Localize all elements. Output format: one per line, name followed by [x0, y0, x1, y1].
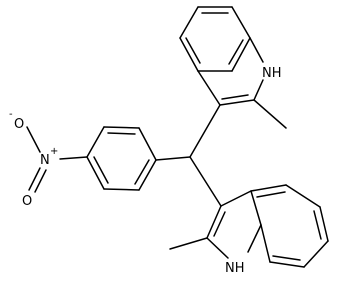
bond [313, 210, 322, 240]
bond [250, 184, 287, 192]
bond [250, 190, 262, 226]
bond [303, 240, 329, 268]
bond [169, 237, 208, 250]
bond [179, 6, 199, 39]
bond [138, 159, 157, 191]
bond [59, 156, 88, 160]
bond [189, 156, 222, 207]
nitro-o-bottom-label: O [22, 194, 32, 209]
bond [107, 132, 136, 135]
bond [206, 237, 229, 259]
bond [256, 191, 286, 198]
lower-indole [169, 184, 329, 268]
nh-label-lower: NH [225, 261, 245, 276]
nitro-o-top-label: O [14, 117, 24, 132]
bond [179, 37, 199, 72]
bond [197, 70, 221, 106]
bond [319, 206, 329, 242]
bond [213, 211, 226, 237]
nitrophenyl-ring [59, 126, 157, 191]
bond [86, 126, 105, 158]
bond [260, 224, 271, 263]
bond [206, 205, 222, 239]
bond [231, 6, 251, 39]
bond [220, 190, 252, 207]
bond [228, 39, 244, 65]
upper-indole [179, 6, 287, 129]
bond [103, 188, 140, 191]
bond [219, 99, 255, 106]
bond [86, 156, 105, 190]
bond [138, 127, 157, 161]
nitro-n-label: N [40, 153, 50, 168]
bond [272, 255, 301, 261]
bond [134, 159, 150, 185]
bond [249, 37, 264, 63]
bond [189, 104, 221, 158]
bond [155, 156, 191, 161]
bond [269, 261, 305, 268]
central-methine [155, 104, 222, 207]
nitro-o-charge: - [9, 109, 13, 120]
bond [26, 126, 41, 153]
nh-label-upper: NH [262, 66, 282, 81]
bond [253, 99, 287, 129]
bond [231, 37, 251, 72]
bond [103, 126, 140, 129]
bond [28, 167, 41, 191]
bond [221, 94, 249, 100]
bond [93, 156, 109, 184]
nitro-n-charge: + [50, 146, 58, 157]
bond [185, 37, 201, 64]
bond [285, 184, 321, 208]
nitro-group [26, 126, 47, 193]
bond [247, 224, 262, 253]
bond [253, 79, 264, 101]
bond [34, 169, 47, 193]
